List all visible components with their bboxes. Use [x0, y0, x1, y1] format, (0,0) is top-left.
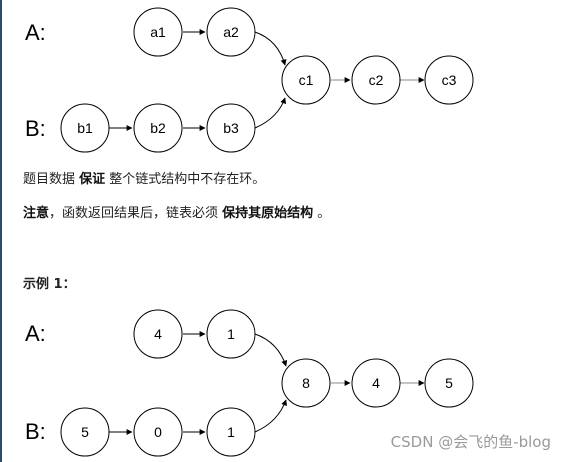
caution-note: 注意，函数返回结果后，链表必须 保持其原始结构 。 — [23, 205, 330, 223]
linked-list-diagram: A: B: a1 a2 b1 b2 b3 c1 c2 c3 — [25, 7, 474, 153]
svg-text:1: 1 — [227, 424, 235, 440]
example-node-a1: 4 — [133, 309, 183, 359]
guarantee-note: 题目数据 保证 整个链式结构中不存在环。 — [23, 171, 265, 189]
caution-note-suffix: 。 — [313, 206, 331, 221]
svg-text:1: 1 — [227, 326, 235, 342]
example-node-b3: 1 — [206, 407, 256, 457]
example-node-shared-2: 4 — [351, 358, 401, 408]
node-b3: b3 — [206, 103, 256, 153]
caution-note-middle: ，函数返回结果后，链表必须 — [49, 206, 223, 221]
node-b2: b2 — [133, 103, 183, 153]
svg-text:0: 0 — [154, 424, 162, 440]
svg-text:4: 4 — [154, 326, 162, 342]
example-node-a2: 1 — [206, 309, 256, 359]
guarantee-emphasis: 保证 — [79, 172, 106, 187]
guarantee-note-suffix: 整个链式结构中不存在环。 — [105, 172, 266, 187]
svg-text:a2: a2 — [223, 24, 239, 40]
svg-text:c2: c2 — [369, 72, 384, 88]
edge-b3-c1 — [254, 97, 287, 129]
node-c2: c2 — [351, 55, 401, 105]
example-list-a-label: A: — [25, 321, 46, 346]
list-a-label: A: — [25, 20, 46, 45]
node-c1: c1 — [281, 55, 331, 105]
svg-text:8: 8 — [302, 375, 310, 391]
svg-text:b1: b1 — [77, 120, 93, 136]
watermark: CSDN @会飞的鱼-blog — [390, 433, 551, 451]
example-node-b1: 5 — [60, 407, 110, 457]
example-diagram: A: B: 4 1 5 0 1 8 4 5 — [25, 309, 474, 457]
svg-text:a1: a1 — [150, 24, 166, 40]
edge-a2-c1 — [254, 31, 287, 66]
example-node-shared-1: 8 — [281, 358, 331, 408]
node-b1: b1 — [60, 103, 110, 153]
svg-text:4: 4 — [372, 375, 380, 391]
guarantee-note-prefix: 题目数据 — [23, 172, 80, 187]
frame-edge — [0, 0, 2, 462]
example-edge-a2-shared — [254, 333, 288, 367]
example-edge-b3-shared — [254, 399, 287, 433]
node-c3: c3 — [424, 55, 474, 105]
example-node-shared-3: 5 — [424, 358, 474, 408]
svg-text:5: 5 — [81, 424, 89, 440]
node-a1: a1 — [133, 7, 183, 57]
svg-text:b2: b2 — [150, 120, 166, 136]
list-b-label: B: — [25, 116, 46, 141]
svg-text:c1: c1 — [299, 72, 314, 88]
caution-label: 注意 — [23, 206, 50, 221]
node-a2: a2 — [206, 7, 256, 57]
svg-text:c3: c3 — [442, 72, 457, 88]
caution-emphasis: 保持其原始结构 — [222, 206, 314, 221]
example-title: 示例 1： — [23, 277, 76, 292]
example-list-b-label: B: — [25, 419, 46, 444]
example-node-b2: 0 — [133, 407, 183, 457]
svg-text:b3: b3 — [223, 120, 239, 136]
svg-text:5: 5 — [445, 375, 453, 391]
